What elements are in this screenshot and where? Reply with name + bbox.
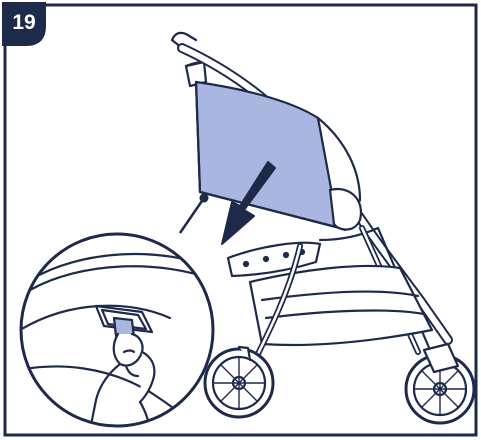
step-badge: 19 [2, 2, 46, 46]
detail-leader [180, 194, 209, 234]
front-wheel [205, 347, 273, 417]
stroller-illustration [172, 33, 474, 423]
canopy-fabric [196, 82, 340, 228]
rear-wheel [406, 344, 474, 423]
magnified-detail-inset [10, 234, 220, 434]
step-number: 19 [2, 6, 46, 40]
